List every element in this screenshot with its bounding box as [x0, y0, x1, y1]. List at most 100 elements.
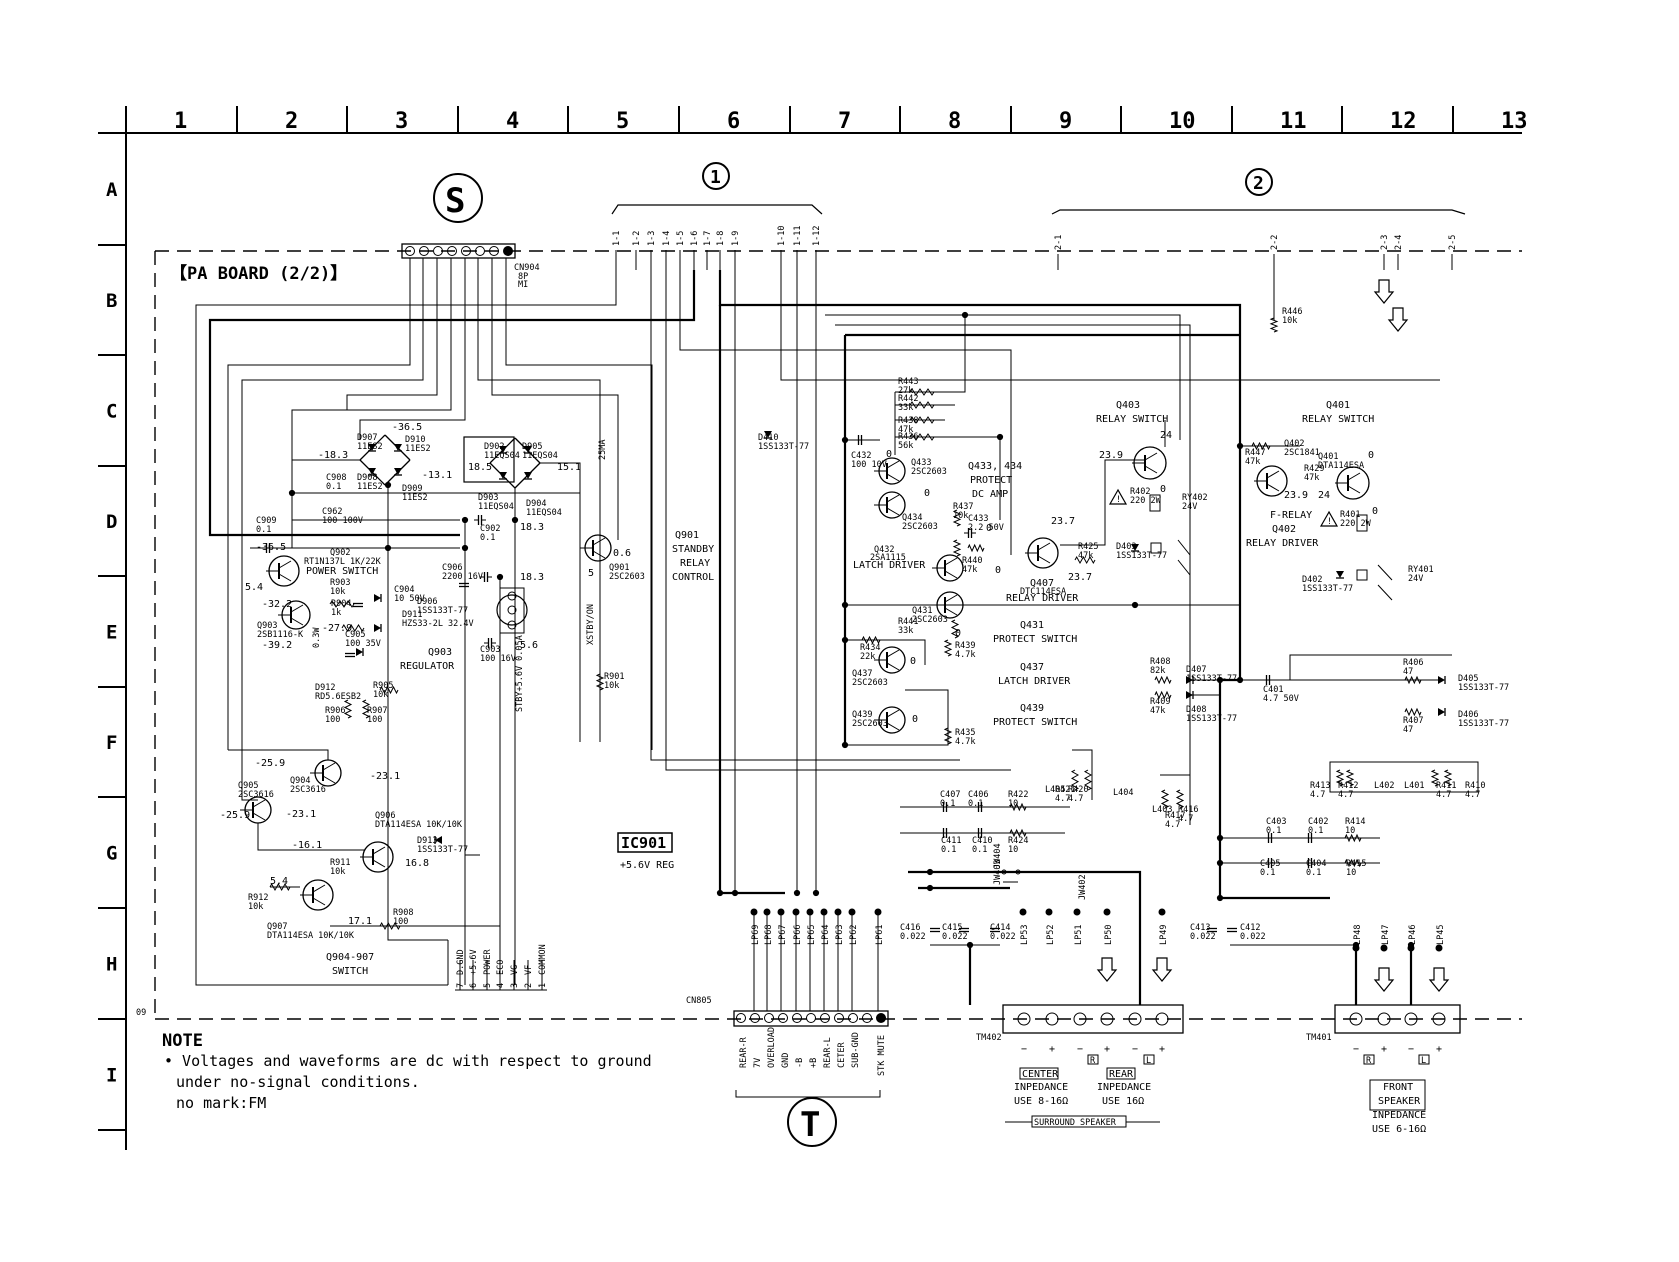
component-value: 1SS133T-77	[1116, 551, 1167, 561]
supply-label: STBY+5.6V 0.05A	[515, 635, 525, 712]
grid-column-number: 10	[1169, 109, 1196, 134]
component-ref: R447	[1245, 448, 1265, 458]
polarity-mark: +	[1381, 1044, 1387, 1055]
transistor-collector	[886, 649, 900, 658]
component-value: 27k	[898, 386, 913, 396]
connector-callout-t	[787, 1097, 837, 1147]
junction-dot	[716, 889, 724, 897]
component-ref: R439	[955, 641, 975, 651]
test-point-label: LP67	[778, 925, 788, 945]
wire	[227, 258, 411, 750]
grid-column-number: 8	[948, 109, 961, 134]
junction-dot	[288, 489, 296, 497]
diode-symbol	[356, 648, 363, 656]
component-value: 0.1	[941, 845, 956, 855]
component-value: 47k	[1078, 551, 1093, 561]
label-box	[1019, 1067, 1059, 1080]
bus-pin-label: 1-12	[812, 226, 822, 246]
transistor-collector	[886, 460, 900, 469]
component-ref: D407	[1186, 665, 1206, 675]
component-ref: R904	[331, 599, 351, 609]
resistor-symbol	[952, 509, 962, 527]
label-box	[1106, 1067, 1136, 1080]
terminal-ref: TM401	[1306, 1033, 1332, 1043]
component-ref: C404	[1306, 859, 1326, 869]
bus-pin-label: 2-3	[1380, 235, 1390, 250]
q901-label: CONTROL	[672, 572, 714, 583]
component-ref: D908	[357, 473, 377, 483]
component-value: 47	[1403, 725, 1413, 735]
q407-label: DTC114ESA	[1020, 587, 1066, 597]
bus-pin-label: 1-2	[632, 231, 642, 246]
q432-label: Q432	[874, 545, 894, 555]
wire	[346, 258, 438, 410]
test-point	[1435, 944, 1443, 952]
diode-symbol	[524, 446, 532, 453]
component-ref: R408	[1150, 657, 1170, 667]
transistor-emitter	[944, 570, 958, 579]
voltage-reading: 5.4	[270, 876, 288, 887]
diode-symbol	[1438, 676, 1445, 684]
wire	[845, 689, 949, 746]
label-box	[1031, 1115, 1127, 1128]
component-ref: Q402	[1284, 439, 1304, 449]
component-ref: D903	[478, 493, 498, 503]
component-value: 1SS133T-77	[417, 845, 468, 855]
component-ref: R441	[898, 617, 918, 627]
component-ref: R409	[1150, 697, 1170, 707]
q437-label: Q437	[1020, 662, 1044, 673]
component-value: 100 100V	[322, 516, 363, 526]
caution-mark: !	[1327, 517, 1332, 527]
q902-label: POWER SWITCH	[306, 566, 378, 577]
component-ref: Q907	[267, 922, 287, 932]
voltage-reading: 23.9	[1099, 450, 1123, 461]
bus-number-2: 2	[1253, 173, 1264, 194]
resistor-symbol	[950, 619, 960, 639]
transistor-collector	[886, 709, 900, 718]
test-point-label: LP51	[1074, 925, 1084, 945]
polarity-mark: −	[1353, 1044, 1359, 1055]
wire	[491, 258, 619, 540]
component-value: 0.022	[942, 932, 968, 942]
junction-dot	[966, 941, 974, 949]
test-point-label: LP68	[764, 925, 774, 945]
resistor-symbol	[1175, 789, 1185, 809]
terminal-screw	[1432, 1012, 1446, 1026]
junction-dot	[731, 889, 739, 897]
transistor-collector	[290, 604, 304, 613]
cn805-pin-name: CETER	[837, 1042, 847, 1068]
transistor-emitter	[886, 662, 900, 671]
test-point	[1380, 944, 1388, 952]
junction-dot	[384, 544, 392, 552]
component-value: RD5.6ESB2	[315, 692, 361, 702]
component-value: 10k	[604, 681, 619, 691]
transistor-collector	[944, 594, 958, 603]
component-ref: R906	[325, 706, 345, 716]
component-value: 4.7	[1165, 820, 1180, 830]
test-point-label: LP62	[849, 925, 859, 945]
component-value: 11ES2	[357, 482, 383, 492]
bus-pin-label: 1-8	[716, 231, 726, 246]
diode-symbol	[394, 468, 402, 475]
test-point-label: LP49	[1159, 925, 1169, 945]
junction-dot	[1236, 442, 1244, 450]
diode-symbol	[1186, 676, 1193, 684]
component-value: 33k	[898, 403, 913, 413]
transistor-emitter	[592, 550, 606, 559]
component-ref: C402	[1308, 817, 1328, 827]
component-ref: C403	[1266, 817, 1286, 827]
component-ref: R442	[898, 394, 918, 404]
channel-label: R	[1090, 1056, 1096, 1066]
component-ref: R443	[898, 377, 918, 387]
channel-box	[1418, 1054, 1430, 1065]
note-title: NOTE	[162, 1031, 203, 1051]
connector-pin	[764, 1013, 774, 1023]
connector-ref: CN904	[514, 263, 540, 273]
ic901-regulator-body	[496, 594, 528, 626]
wire	[257, 823, 365, 851]
wire-heavy	[908, 870, 1142, 1005]
component-ref: R420	[1068, 785, 1088, 795]
component-ref: R435	[955, 728, 975, 738]
note-line: • Voltages and waveforms are dc with res…	[164, 1052, 652, 1070]
component-value: 1SS133T-77	[1458, 683, 1509, 693]
